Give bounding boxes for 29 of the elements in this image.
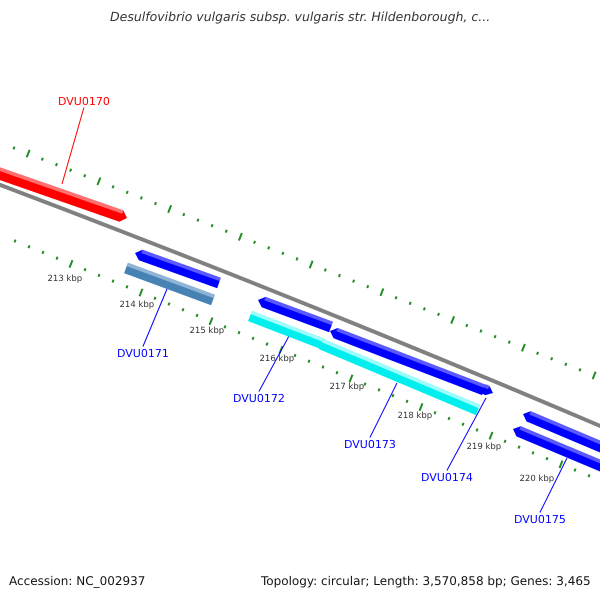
gene-bar bbox=[523, 411, 600, 454]
gene-label: DVU0171 bbox=[117, 346, 169, 360]
scale-label: 216 kbp bbox=[260, 354, 294, 364]
scale-label: 220 kbp bbox=[520, 474, 554, 484]
title: Desulfovibrio vulgaris subsp. vulgaris str. Hildenborough, c... bbox=[110, 9, 490, 24]
gene-label: DVU0172 bbox=[233, 392, 285, 404]
gene-bar bbox=[135, 250, 221, 288]
scale-label: 218 kbp bbox=[398, 411, 432, 421]
scale-label: 215 kbp bbox=[190, 326, 224, 336]
gene-label: DVU0170 bbox=[58, 94, 110, 108]
gene-bar bbox=[330, 328, 486, 396]
leader-line bbox=[142, 288, 168, 347]
leader-line bbox=[62, 107, 84, 184]
footer-text: Topology: circular; Length: 3,570,858 bp; Genes: 3,465 bbox=[261, 574, 591, 588]
scale-label: 214 kbp bbox=[120, 300, 154, 310]
gene-bar bbox=[0, 166, 127, 222]
gene-label: DVU0173 bbox=[344, 438, 396, 450]
leader-line bbox=[369, 382, 398, 438]
scale-label: 217 kbp bbox=[330, 382, 364, 392]
gene-bar bbox=[258, 296, 333, 332]
scale-label: 219 kbp bbox=[466, 442, 502, 452]
gene-label: DVU0174 bbox=[421, 470, 473, 484]
footer-text: Accession: NC_002937 bbox=[9, 574, 146, 588]
gene-label: DVU0175 bbox=[514, 512, 566, 526]
gene-bar bbox=[482, 384, 493, 396]
leader-line bbox=[446, 398, 486, 471]
leader-line bbox=[258, 336, 290, 392]
leader-line bbox=[539, 458, 568, 513]
scale-label: 213 kbp bbox=[48, 274, 82, 284]
